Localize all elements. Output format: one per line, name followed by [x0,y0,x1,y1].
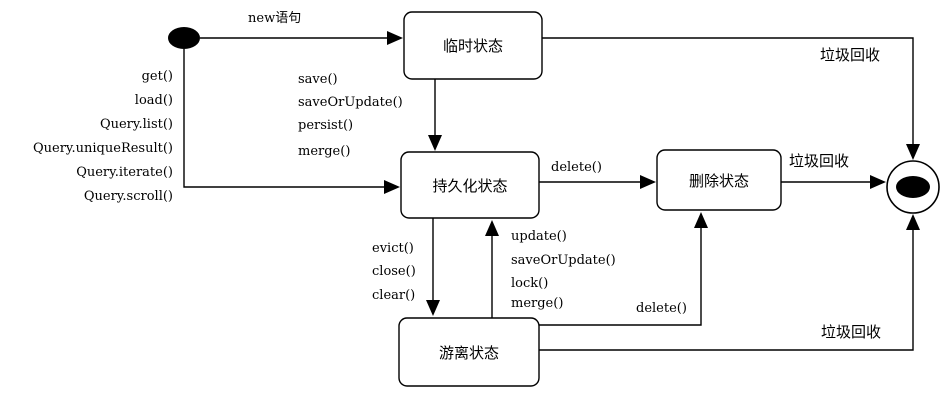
label-query-uniqueresult: Query.uniqueResult() [33,141,173,156]
edge-detached-gc: 垃圾回收 [539,214,920,351]
state-persistent-label: 持久化状态 [432,177,507,195]
label-saveorupdate-2: saveOrUpdate() [511,253,616,268]
label-evict: evict() [372,241,414,256]
label-merge-2: merge() [511,296,563,311]
label-save: save() [298,72,338,87]
label-get: get() [142,69,173,84]
label-gc-detached: 垃圾回收 [821,323,881,341]
edge-transient-to-persistent: save() saveOrUpdate() persist() merge() [298,72,442,159]
label-query-list: Query.list() [100,117,173,132]
state-detached: 游离状态 [398,317,540,387]
label-lock: lock() [511,276,548,291]
label-delete-persistent: delete() [551,160,602,175]
state-detached-label: 游离状态 [439,344,499,362]
state-transient: 临时状态 [403,11,543,80]
label-delete-detached: delete() [636,301,687,316]
edge-detached-to-persistent: update() saveOrUpdate() lock() merge() [485,220,616,318]
label-gc-transient: 垃圾回收 [820,46,880,64]
label-saveorupdate: saveOrUpdate() [298,95,403,110]
label-close: close() [372,264,416,279]
edge-detached-to-deleted: delete() [539,212,708,326]
edge-transient-gc: 垃圾回收 [542,37,920,160]
label-gc-deleted: 垃圾回收 [789,152,849,170]
initial-node [168,27,200,49]
edge-persistent-to-deleted: delete() [539,160,656,189]
label-merge: merge() [298,144,350,159]
label-query-scroll: Query.scroll() [84,189,173,204]
edge-label-new: new语句 [248,11,301,26]
edge-initial-to-persistent: get() load() Query.list() Query.uniqueRe… [33,49,400,204]
state-persistent: 持久化状态 [400,151,540,219]
final-node-inner [896,176,930,198]
state-deleted-label: 删除状态 [689,172,749,190]
edge-persistent-to-detached: evict() close() clear() [372,218,440,316]
label-query-iterate: Query.iterate() [76,165,173,180]
state-deleted: 删除状态 [656,149,782,211]
edge-initial-to-transient: new语句 [200,11,403,45]
label-load: load() [135,93,173,108]
edge-deleted-gc: 垃圾回收 [781,152,886,189]
label-persist: persist() [298,118,353,133]
label-update: update() [511,229,567,244]
state-transient-label: 临时状态 [443,37,503,55]
label-clear: clear() [372,288,415,303]
